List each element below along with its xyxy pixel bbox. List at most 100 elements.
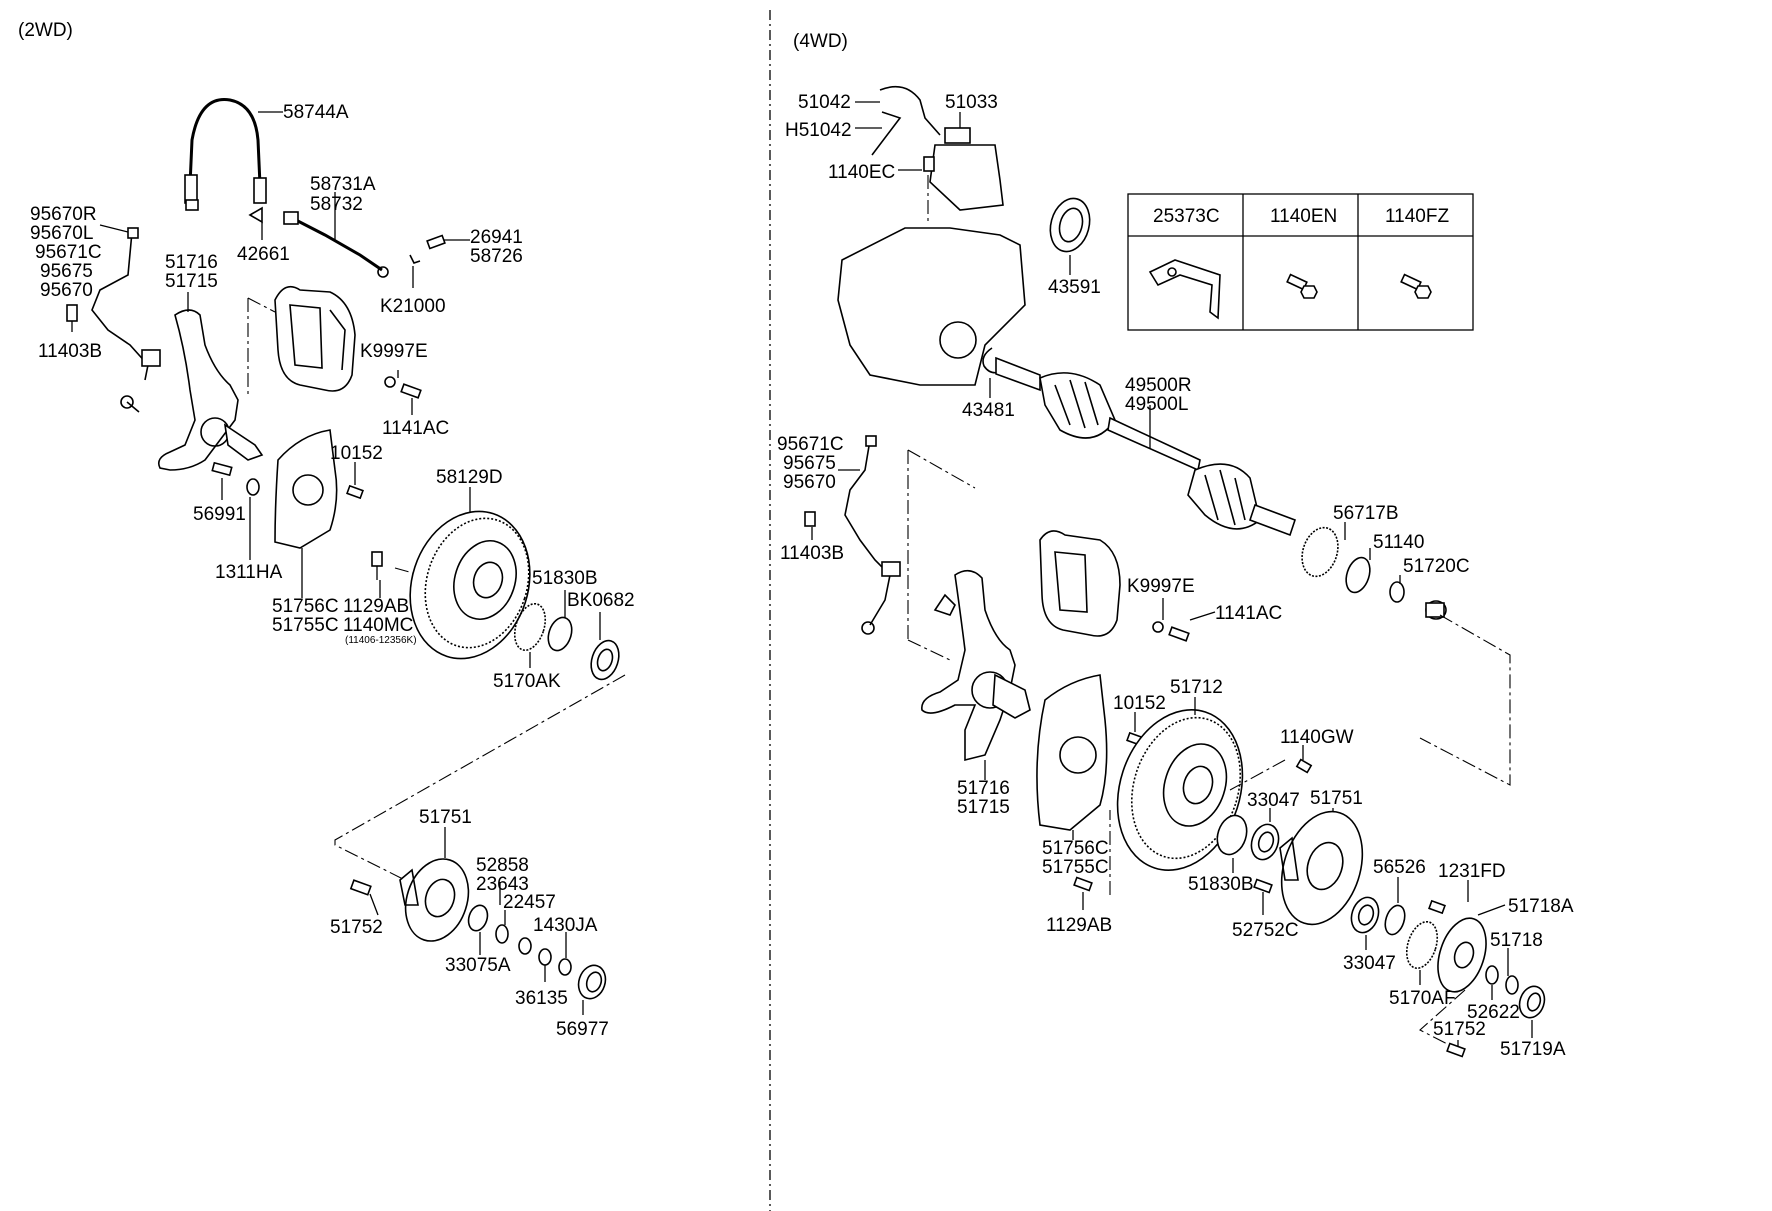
washer-22457[interactable]	[495, 924, 509, 944]
label-51755C: 51755C	[272, 615, 339, 636]
brake-hose-58744A[interactable]	[184, 98, 267, 211]
hub-51751-2wd[interactable]	[395, 851, 478, 949]
label-10152-4wd: 10152	[1113, 693, 1166, 714]
bolt-1140EN-icon	[1286, 273, 1318, 299]
bleeder-26941[interactable]	[409, 234, 446, 264]
label-95670R: 95670R	[30, 204, 97, 225]
seal-51140[interactable]	[1342, 554, 1374, 595]
nut-36135[interactable]	[518, 937, 552, 966]
bushing-51720C[interactable]	[1425, 600, 1447, 620]
seal-51830B-4wd[interactable]	[1213, 812, 1252, 859]
label-BK0682: BK0682	[567, 590, 635, 611]
label-51719A: 51719A	[1500, 1039, 1566, 1060]
label-51752-4wd: 51752	[1433, 1019, 1486, 1040]
oil-seal-43591[interactable]	[1045, 194, 1096, 256]
brake-disc-51712[interactable]	[1098, 693, 1263, 886]
screw-1231FD[interactable]	[1428, 899, 1446, 915]
knuckle-2wd[interactable]	[157, 309, 264, 471]
label-1311HA: 1311HA	[215, 562, 283, 583]
seal-56526[interactable]	[1382, 903, 1408, 937]
label-51756C-4wd: 51756C	[1042, 838, 1109, 859]
label-33075A: 33075A	[445, 955, 511, 976]
brake-caliper-4wd[interactable]	[1039, 530, 1121, 637]
hub-cap-51719A[interactable]	[1516, 983, 1549, 1021]
label-51718: 51718	[1490, 930, 1543, 951]
bolt-52752C[interactable]	[1253, 878, 1273, 894]
label-95671C: 95671C	[35, 242, 102, 263]
clip-42661[interactable]	[248, 206, 263, 224]
label-5170AK: 5170AK	[493, 671, 561, 692]
label-1231FD: 1231FD	[1438, 861, 1506, 882]
brake-caliper-2wd[interactable]	[274, 285, 356, 392]
label-51712: 51712	[1170, 677, 1223, 698]
bearing-33075A[interactable]	[465, 903, 490, 933]
bearing-BK0682[interactable]	[586, 637, 623, 683]
sensor-bracket-4wd[interactable]	[933, 593, 956, 616]
washer-K9997E-4wd[interactable]	[1152, 621, 1164, 633]
legend-table	[1127, 193, 1474, 331]
brake-disc-58129D[interactable]	[392, 496, 549, 675]
tone-ring-56717B[interactable]	[1296, 523, 1344, 581]
bolt-1129AB-2wd[interactable]	[371, 551, 383, 580]
tone-ring-5170AF[interactable]	[1401, 918, 1442, 972]
label-26941: 26941	[470, 227, 523, 248]
label-51033: 51033	[945, 92, 998, 113]
bearing-33047-b[interactable]	[1347, 894, 1383, 936]
bolt-11403B-4wd[interactable]	[804, 511, 816, 527]
bolt-11403B[interactable]	[66, 304, 78, 332]
bolt-1140EC[interactable]	[923, 156, 935, 172]
bearing-33047-a[interactable]	[1247, 821, 1283, 863]
drive-shaft-49500[interactable]	[995, 356, 1297, 537]
hub-flange-51718A[interactable]	[1429, 912, 1494, 998]
snap-ring-51718[interactable]	[1505, 975, 1519, 995]
washer-K9997E[interactable]	[384, 376, 396, 388]
breather-hose-51042[interactable]	[871, 85, 941, 156]
label-43591: 43591	[1048, 277, 1101, 298]
bolt-10152-2wd[interactable]	[346, 484, 364, 500]
wheel-speed-sensor-4wd[interactable]	[844, 435, 901, 635]
label-33047-a: 33047	[1247, 790, 1300, 811]
label-52752C: 52752C	[1232, 920, 1299, 941]
actuator-51033[interactable]	[929, 127, 1004, 211]
nut-1311HA[interactable]	[246, 478, 260, 496]
tone-ring-5170AK[interactable]	[509, 600, 550, 654]
bolt-1140GW[interactable]	[1295, 758, 1313, 774]
label-42661: 42661	[237, 244, 290, 265]
label-36135: 36135	[515, 988, 568, 1009]
label-51751: 51751	[419, 807, 472, 828]
bolt-51752-2wd[interactable]	[349, 879, 372, 896]
bolt-1141AC-4wd[interactable]	[1168, 626, 1190, 642]
legend-1140FZ: 1140FZ	[1385, 206, 1449, 227]
hub-51751-4wd[interactable]	[1268, 801, 1376, 935]
label-K9997E-4wd: K9997E	[1127, 576, 1195, 597]
bolt-1129AB-4wd[interactable]	[1073, 876, 1093, 892]
bolt-1141AC[interactable]	[400, 383, 422, 399]
brake-line-58731A[interactable]	[283, 211, 389, 278]
hub-cap-56977[interactable]	[574, 962, 609, 1002]
dust-shield-4wd[interactable]	[1036, 674, 1108, 831]
label-51715-4wd: 51715	[957, 797, 1010, 818]
label-1141AC-4wd: 1141AC	[1215, 603, 1282, 624]
label-56991: 56991	[193, 504, 246, 525]
label-51755C-4wd: 51755C	[1042, 857, 1109, 878]
label-33047-b: 33047	[1343, 953, 1396, 974]
legend-25373C: 25373C	[1153, 206, 1220, 227]
label-1140GW: 1140GW	[1280, 727, 1354, 748]
bracket-25373C-icon	[1148, 259, 1221, 320]
dust-shield-2wd[interactable]	[274, 429, 338, 549]
label-56977: 56977	[556, 1019, 609, 1040]
circlip-43481[interactable]	[982, 347, 1001, 374]
pin-1430JA[interactable]	[558, 958, 572, 976]
knuckle-4wd[interactable]	[921, 569, 1031, 762]
seal-51830B-2wd[interactable]	[544, 614, 575, 653]
wheel-speed-sensor-2wd[interactable]	[91, 227, 161, 413]
label-1430JA: 1430JA	[533, 915, 598, 936]
stud-56991[interactable]	[211, 461, 233, 477]
bolt-51752-4wd[interactable]	[1446, 1042, 1466, 1058]
circlip-51720C[interactable]	[1389, 581, 1405, 603]
label-51716-4wd: 51716	[957, 778, 1010, 799]
transfer-case[interactable]	[837, 227, 1026, 386]
label-58129D: 58129D	[436, 467, 503, 488]
washer-52622[interactable]	[1485, 965, 1499, 985]
